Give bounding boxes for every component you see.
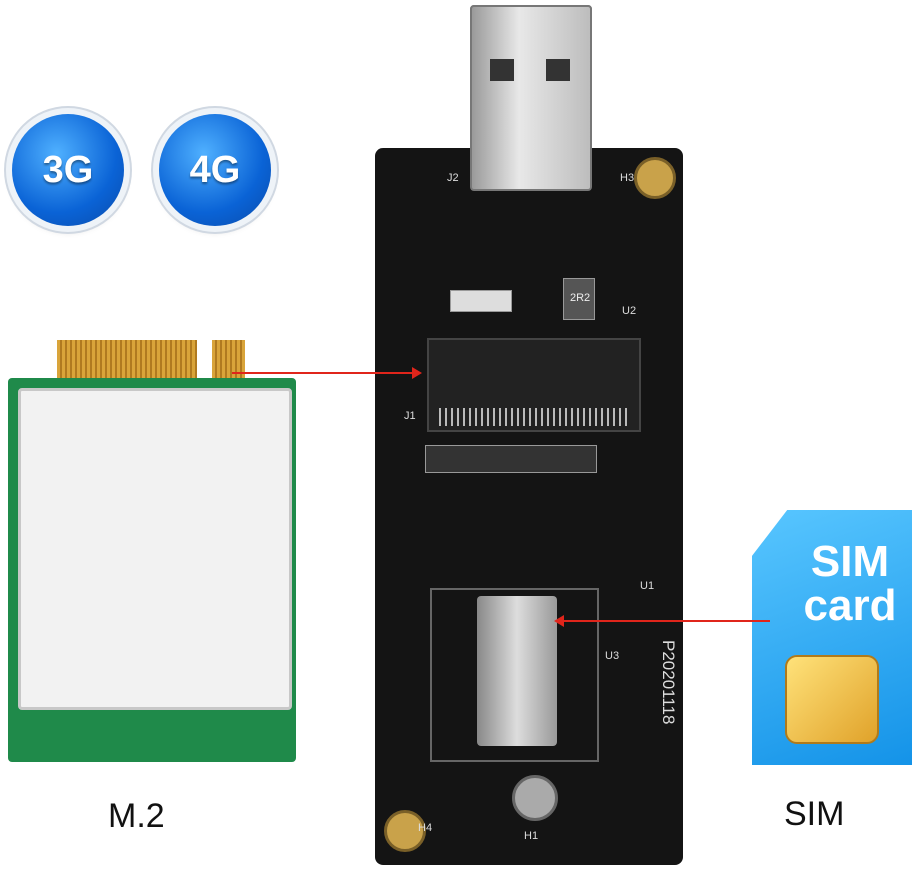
silk-u2: U2 — [622, 305, 637, 317]
silk-u1: U1 — [640, 580, 655, 592]
arrow-m2-to-slot — [232, 367, 422, 379]
badge-4g: 4G — [159, 114, 271, 226]
silk-h4: H4 — [418, 822, 433, 834]
slot-pins — [439, 408, 629, 426]
m2-shield — [18, 388, 292, 710]
usb-connector-front — [470, 5, 592, 191]
sim-holder — [430, 588, 599, 762]
usb-hole — [490, 59, 514, 81]
mount-standoff-h1 — [512, 775, 558, 821]
m2-slot — [427, 338, 641, 432]
m2-module — [8, 378, 296, 762]
mount-hole-h3 — [634, 157, 676, 199]
components — [425, 445, 597, 473]
m2-gold-fingers — [57, 340, 197, 380]
silk-j1: J1 — [404, 410, 416, 422]
sim-chip — [785, 655, 879, 744]
usb-hole — [546, 59, 570, 81]
badge-3g: 3G — [12, 114, 124, 226]
sim-card-line1: SIM — [810, 537, 890, 586]
silk-h1: H1 — [524, 830, 539, 842]
inductor — [563, 278, 595, 320]
mount-hole-h4 — [384, 810, 426, 852]
board-serial: P20201118 — [659, 640, 678, 725]
arrow-sim-to-holder — [554, 615, 770, 627]
silk-u3: U3 — [605, 650, 620, 662]
silk-h3: H3 — [620, 172, 635, 184]
label-sim: SIM — [784, 795, 845, 833]
capacitors — [450, 290, 512, 312]
silk-2r2: 2R2 — [570, 292, 591, 304]
m2-gold-fingers-key — [212, 340, 245, 380]
silk-j2: J2 — [447, 172, 459, 184]
sim-latch — [477, 596, 557, 746]
sim-card-line2: card — [803, 581, 897, 630]
label-m2: M.2 — [108, 797, 165, 835]
